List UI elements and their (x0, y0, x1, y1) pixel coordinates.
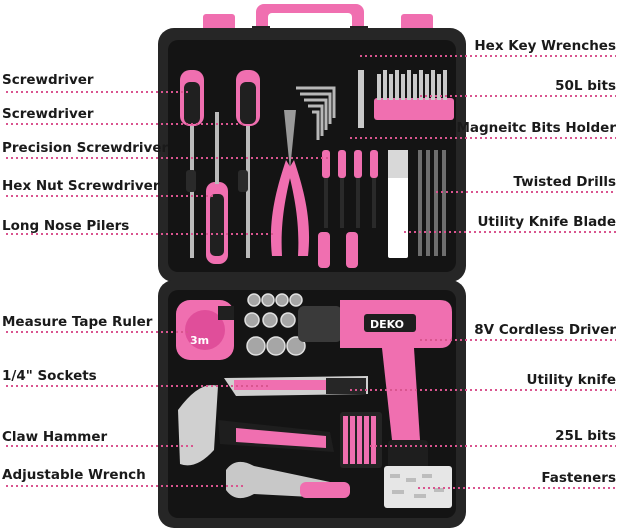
cordless-driver (298, 300, 452, 470)
label-precision-screwdriver: Precision Screwdriver (2, 140, 169, 156)
bit-holder-50 (358, 70, 454, 128)
tape-measure (176, 300, 234, 360)
precision-screwdriver-set (318, 150, 378, 268)
label-utility-knife-blade: Utility Knife Blade (477, 214, 616, 230)
label-fasteners: Fasteners (541, 470, 616, 486)
brand-text: DEKO (370, 318, 404, 331)
screwdriver-set (180, 70, 260, 264)
label-measure-tape-ruler: Measure Tape Ruler (2, 314, 153, 330)
label-adjustable-wrench: Adjustable Wrench (2, 467, 146, 483)
utility-knife-shape (224, 376, 368, 396)
long-nose-pliers-shape (270, 110, 310, 256)
label-long-nose-pliers: Long Nose Pilers (2, 218, 130, 234)
label-bits-50l: 50L bits (555, 78, 616, 94)
hex-key-set (296, 86, 336, 140)
label-cordless-driver: 8V Cordless Driver (474, 322, 616, 338)
adjustable-wrench-shape (226, 461, 350, 499)
label-bits-25l: 25L bits (555, 428, 616, 444)
leader-lines-left (6, 91, 330, 487)
twisted-drill-set (418, 150, 446, 256)
label-magnetic-bits-holder: Magneitc Bits Holder (456, 120, 616, 136)
leader-lines-right (350, 55, 616, 489)
tape-size-text: 3m (190, 334, 209, 347)
label-claw-hammer: Claw Hammer (2, 429, 108, 445)
label-screwdriver-2: Screwdriver (2, 106, 94, 122)
label-hex-nut-screwdriver: Hex Nut Screwdriver (2, 178, 160, 194)
label-screwdriver-1: Screwdriver (2, 72, 94, 88)
label-sockets: 1/4" Sockets (2, 368, 97, 384)
socket-set (244, 293, 306, 356)
bit-holder-25 (340, 412, 382, 468)
utility-knife-blades (388, 150, 408, 258)
label-hex-key-wrenches: Hex Key Wrenches (474, 38, 616, 54)
label-twisted-drills: Twisted Drills (513, 174, 616, 190)
label-utility-knife: Utility knife (526, 372, 617, 388)
